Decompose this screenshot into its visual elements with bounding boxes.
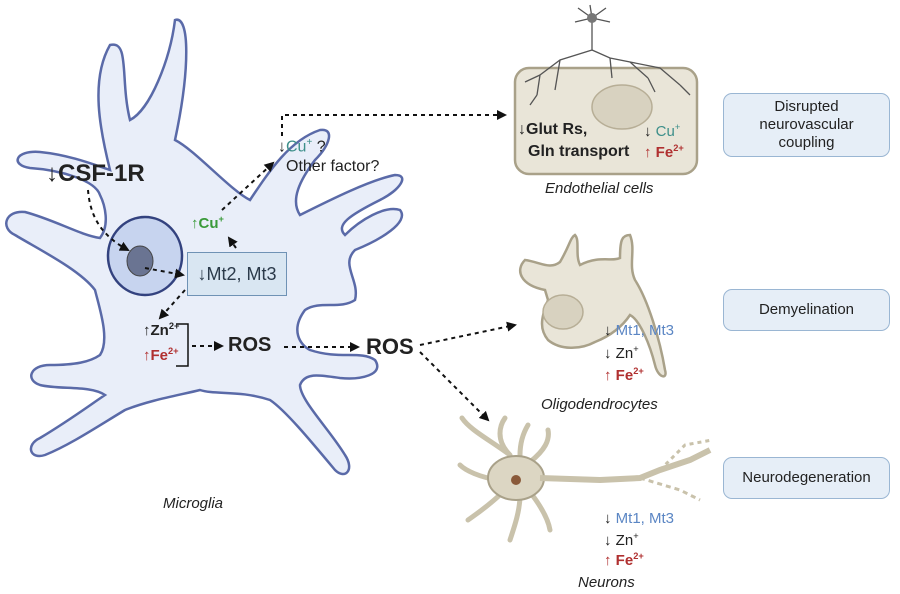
pathway-arrows	[87, 110, 517, 422]
neurodegeneration-box: Neurodegeneration	[723, 457, 890, 499]
neuron-mt-label: ↓ Mt1, Mt3	[604, 510, 675, 527]
other-factor-label: Other factor?	[286, 158, 380, 175]
down-arrow-icon: ↓	[197, 263, 207, 284]
neuron-zn-label: ↓ Zn+	[604, 531, 639, 549]
microglia-fe-label: ↑Fe2+	[143, 346, 179, 364]
endothelial-fe-label: ↑ Fe2+	[644, 143, 684, 161]
csf1r-label: ↓CSF-1R	[46, 160, 145, 187]
up-arrow-icon: ↑	[644, 144, 652, 161]
neurodegeneration-text: Neurodegeneration	[742, 469, 871, 486]
oligodendrocyte-nucleus	[542, 294, 584, 330]
down-arrow-icon: ↓	[604, 345, 612, 362]
down-arrow-icon: ↓	[604, 322, 612, 339]
microglia-cell	[5, 18, 404, 476]
endothelial-caption: Endothelial cells	[545, 180, 654, 197]
neuron-fe-label: ↑ Fe2+	[604, 551, 644, 569]
disrupted-coupling-box: Disrupted neurovascular coupling	[723, 93, 890, 157]
oligo-fe-label: ↑ Fe2+	[604, 366, 644, 384]
up-arrow-icon: ↑	[604, 367, 612, 384]
astrocyte-soma	[587, 13, 597, 23]
disrupted-coupling-text: Disrupted neurovascular coupling	[759, 98, 854, 151]
down-arrow-icon: ↓	[278, 138, 286, 156]
oligo-zn-label: ↓ Zn+	[604, 344, 639, 362]
microglia-cu-label: ↑Cu+	[191, 214, 224, 232]
up-arrow-icon: ↑	[143, 347, 151, 364]
down-arrow-icon: ↓	[518, 121, 526, 138]
down-arrow-icon: ↓	[46, 160, 58, 187]
microglia-zn-label: ↑Zn2+	[143, 321, 180, 339]
cu-signal-label: ↓Cu+ ?	[278, 137, 326, 156]
up-arrow-icon: ↑	[143, 322, 151, 339]
down-arrow-icon: ↓	[604, 510, 612, 527]
down-arrow-icon: ↓	[604, 532, 612, 549]
demyelination-box: Demyelination	[723, 289, 890, 331]
astrocyte-processes	[524, 4, 691, 106]
oligo-mt-label: ↓ Mt1, Mt3	[604, 322, 675, 339]
endothelial-cu-label: ↓ Cu+	[644, 122, 681, 140]
oligodendrocytes-caption: Oligodendrocytes	[541, 396, 658, 413]
microglia-caption: Microglia	[163, 495, 224, 512]
up-arrow-icon: ↑	[604, 552, 612, 569]
endothelial-nucleus	[591, 84, 653, 130]
demyelination-text: Demyelination	[758, 301, 855, 318]
up-arrow-icon: ↑	[191, 215, 199, 232]
extracellular-ros-label: ROS	[366, 334, 414, 359]
microglia-ros-label: ROS	[228, 334, 272, 356]
neurons-caption: Neurons	[578, 574, 635, 591]
oligodendrocyte-cell	[519, 233, 667, 378]
glut-label: ↓Glut Rs,	[518, 121, 588, 138]
mt2-mt3-box: ↓Mt2, Mt3	[187, 252, 287, 296]
neuron-cell	[457, 415, 713, 543]
ion-bracket	[176, 323, 189, 367]
gln-label: Gln transport	[528, 143, 630, 160]
nucleolus	[126, 245, 154, 277]
down-arrow-icon: ↓	[644, 123, 652, 140]
